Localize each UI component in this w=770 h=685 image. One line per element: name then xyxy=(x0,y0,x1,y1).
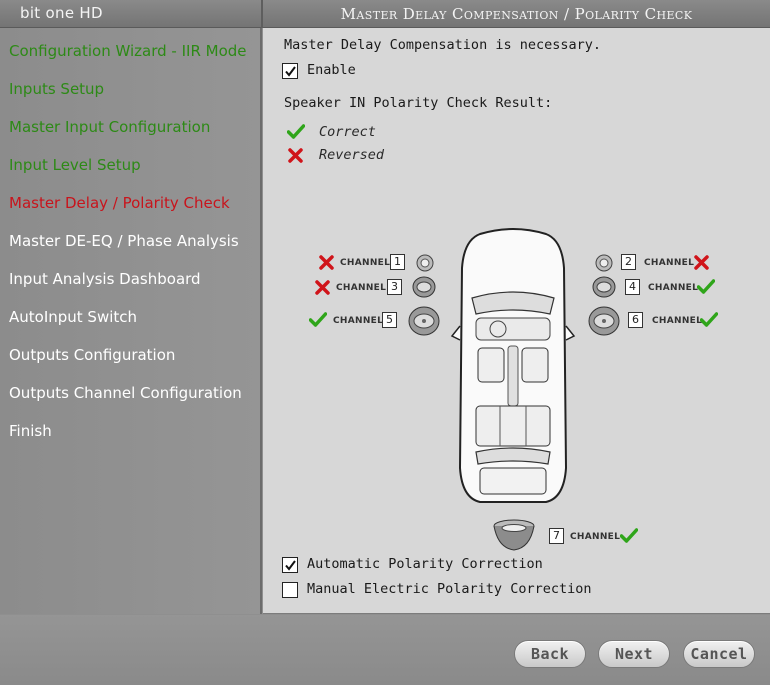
auto-polarity-correction-label: Automatic Polarity Correction xyxy=(307,556,543,572)
sidebar-item-master-de-eq[interactable]: Master DE-EQ / Phase Analysis xyxy=(9,232,239,250)
sidebar-item-configuration-wizard[interactable]: Configuration Wizard - IIR Mode xyxy=(9,42,247,60)
page-title: Master Delay Compensation / Polarity Che… xyxy=(340,5,693,23)
back-button[interactable]: Back xyxy=(514,640,586,668)
channel-5-label: CHANNEL xyxy=(333,316,384,326)
channel-1-reversed-icon xyxy=(319,255,334,270)
channel-6-correct-icon xyxy=(700,312,718,327)
sidebar-item-input-level-setup[interactable]: Input Level Setup xyxy=(9,156,141,174)
next-button[interactable]: Next xyxy=(598,640,670,668)
sidebar-item-finish[interactable]: Finish xyxy=(9,422,52,440)
channel-4-correct-icon xyxy=(697,279,715,294)
channel-3-label: CHANNEL xyxy=(336,283,387,293)
legend-correct: Correct xyxy=(319,124,376,140)
channel-5-number: 5 xyxy=(382,312,397,328)
app-name: bit one HD xyxy=(20,4,103,22)
footer-bar: Back Next Cancel xyxy=(0,615,770,685)
enable-label: Enable xyxy=(307,62,356,78)
midrange-speaker-icon xyxy=(412,276,436,298)
title-divider xyxy=(261,0,263,28)
enable-checkbox[interactable] xyxy=(282,63,298,79)
tweeter-speaker-icon xyxy=(595,254,613,272)
sidebar-item-outputs-configuration[interactable]: Outputs Configuration xyxy=(9,346,176,364)
sidebar-item-input-analysis-dashboard[interactable]: Input Analysis Dashboard xyxy=(9,270,201,288)
sidebar-item-master-input-configuration[interactable]: Master Input Configuration xyxy=(9,118,211,136)
channel-7-label: CHANNEL xyxy=(570,532,621,542)
legend-reversed: Reversed xyxy=(319,147,385,163)
channel-3-reversed-icon xyxy=(315,280,330,295)
correct-check-icon xyxy=(287,124,305,139)
polarity-heading: Speaker IN Polarity Check Result: xyxy=(284,95,553,111)
sidebar-item-autoinput-switch[interactable]: AutoInput Switch xyxy=(9,308,138,326)
main-panel: Master Delay Compensation is necessary. … xyxy=(263,28,770,614)
checkmark-icon xyxy=(285,66,296,77)
channel-2-reversed-icon xyxy=(694,255,709,270)
reversed-cross-icon xyxy=(288,148,303,163)
channel-1-number: 1 xyxy=(390,254,405,270)
channel-3-number: 3 xyxy=(387,279,402,295)
woofer-speaker-icon xyxy=(588,306,620,336)
sidebar-item-master-delay-polarity[interactable]: Master Delay / Polarity Check xyxy=(9,194,230,212)
tweeter-speaker-icon xyxy=(416,254,434,272)
channel-4-number: 4 xyxy=(625,279,640,295)
channel-2-number: 2 xyxy=(621,254,636,270)
channel-6-label: CHANNEL xyxy=(652,316,703,326)
channel-7-number: 7 xyxy=(549,528,564,544)
channel-7-correct-icon xyxy=(620,528,638,543)
channel-2-label: CHANNEL xyxy=(644,258,695,268)
channel-6-number: 6 xyxy=(628,312,643,328)
manual-polarity-correction-label: Manual Electric Polarity Correction xyxy=(307,581,592,597)
car-diagram xyxy=(450,228,576,503)
sidebar-item-inputs-setup[interactable]: Inputs Setup xyxy=(9,80,105,98)
midrange-speaker-icon xyxy=(592,276,616,298)
channel-4-label: CHANNEL xyxy=(648,283,699,293)
delay-message: Master Delay Compensation is necessary. xyxy=(284,37,601,53)
sidebar-item-outputs-channel-configuration[interactable]: Outputs Channel Configuration xyxy=(9,384,242,402)
auto-polarity-correction-checkbox[interactable] xyxy=(282,557,298,573)
channel-5-correct-icon xyxy=(309,312,327,327)
woofer-speaker-icon xyxy=(408,306,440,336)
subwoofer-speaker-icon xyxy=(493,519,535,551)
checkmark-icon xyxy=(285,560,296,571)
cancel-button[interactable]: Cancel xyxy=(683,640,755,668)
sidebar-nav: Configuration Wizard - IIR Mode Inputs S… xyxy=(0,28,262,614)
manual-polarity-correction-checkbox[interactable] xyxy=(282,582,298,598)
channel-1-label: CHANNEL xyxy=(340,258,391,268)
title-bar: bit one HD Master Delay Compensation / P… xyxy=(0,0,770,28)
